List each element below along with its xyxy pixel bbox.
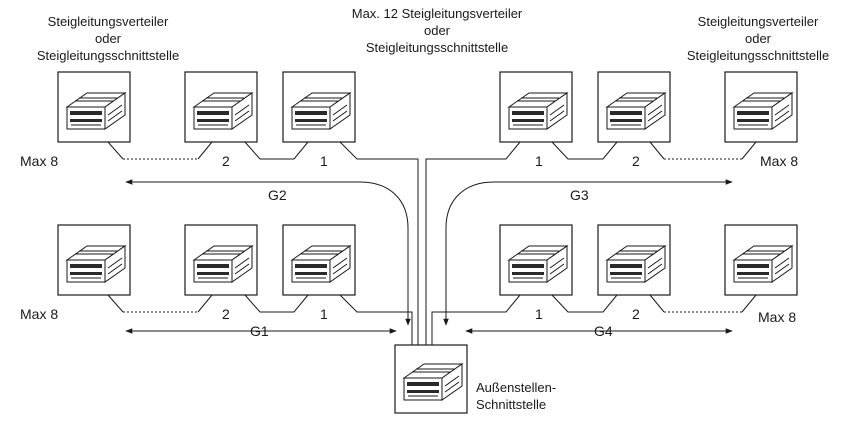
device-g1-max: [57, 224, 131, 296]
label-g4: G4: [594, 323, 613, 339]
label-max-g3: Max 8: [760, 153, 798, 169]
label-1-g2: 1: [320, 153, 328, 169]
svg-text:Steigleitungsschnittstelle: Steigleitungsschnittstelle: [366, 40, 508, 55]
device-g3-max: [724, 71, 798, 143]
label-max-g4: Max 8: [758, 309, 796, 325]
wiring-g3: [425, 141, 757, 345]
svg-text:Steigleitungsverteiler: Steigleitungsverteiler: [48, 14, 169, 29]
device-g3-1: [499, 71, 573, 143]
device-g2-1: [282, 71, 356, 143]
label-1-g3: 1: [535, 153, 543, 169]
label-g1: G1: [250, 323, 269, 339]
svg-text:Steigleitungsschnittstelle: Steigleitungsschnittstelle: [687, 48, 829, 63]
label-g2: G2: [268, 187, 287, 203]
device-g2-max: [57, 71, 131, 143]
outdoor-interface-label: Außenstellen- Schnittstelle: [476, 380, 556, 412]
wiring-g2: [107, 141, 419, 345]
device-g1-2: [184, 224, 258, 296]
label-1-g4: 1: [535, 306, 543, 322]
top-center-label: Max. 12 Steigleitungsverteiler oder Stei…: [352, 6, 523, 55]
label-2-g2: 2: [222, 153, 230, 169]
label-max-g1: Max 8: [20, 306, 58, 322]
svg-text:oder: oder: [95, 31, 122, 46]
top-left-label: Steigleitungsverteiler oder Steigleitung…: [37, 14, 179, 63]
arrow-g3: [443, 179, 733, 326]
label-g3: G3: [570, 187, 589, 203]
svg-text:Steigleitungsverteiler: Steigleitungsverteiler: [698, 14, 819, 29]
label-max-g2: Max 8: [20, 153, 58, 169]
outdoor-interface-device: [394, 344, 468, 414]
svg-text:Schnittstelle: Schnittstelle: [476, 397, 546, 412]
svg-text:Max. 12 Steigleitungsverteiler: Max. 12 Steigleitungsverteiler: [352, 6, 523, 21]
device-g1-1: [282, 224, 356, 296]
label-2-g1: 2: [222, 306, 230, 322]
label-2-g3: 2: [632, 153, 640, 169]
device-g3-2: [597, 71, 671, 143]
arrow-g2: [125, 179, 411, 326]
label-2-g4: 2: [632, 306, 640, 322]
svg-text:Außenstellen-: Außenstellen-: [476, 380, 556, 395]
label-1-g1: 1: [320, 306, 328, 322]
svg-text:oder: oder: [424, 23, 451, 38]
device-g2-2: [184, 71, 258, 143]
top-right-label: Steigleitungsverteiler oder Steigleitung…: [687, 14, 829, 63]
device-g4-1: [499, 224, 573, 296]
svg-text:oder: oder: [745, 31, 772, 46]
device-g4-2: [597, 224, 671, 296]
svg-text:Steigleitungsschnittstelle: Steigleitungsschnittstelle: [37, 48, 179, 63]
device-g4-max: [724, 224, 798, 296]
